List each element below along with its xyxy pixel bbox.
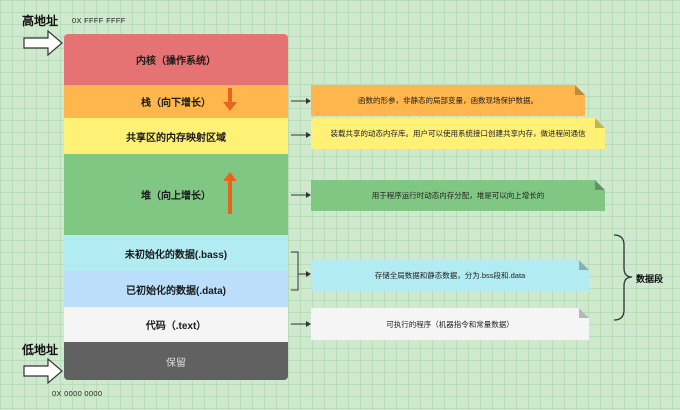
segment-mmap-label: 共享区的内存映射区域 — [126, 132, 226, 144]
high-address-label: 高地址 — [22, 14, 59, 28]
segment-reserved-label: 保留 — [166, 357, 186, 369]
heap-up-arrow-icon — [223, 172, 237, 214]
segment-text: 代码（.text） — [64, 307, 288, 342]
low-address-label: 低地址 — [22, 343, 59, 357]
segment-text-label: 代码（.text） — [145, 321, 207, 332]
segment-heap: 堆（向上增长） — [64, 154, 288, 235]
note-stack: 函数的形参，非静态的局部变量，函数现场保护数据。 — [311, 85, 585, 116]
note-mmap: 装载共享的动态内存库。用户可以使用系统接口创建共享内存，做进程间通信 — [311, 118, 605, 149]
low-address-hex: 0X 0000 0000 — [52, 389, 103, 398]
note-heap: 用于程序运行时动态内存分配，堆是可以向上增长的 — [311, 180, 605, 211]
note-mmap-text: 装载共享的动态内存库。用户可以使用系统接口创建共享内存，做进程间通信 — [330, 129, 586, 138]
segment-data: 已初始化的数据(.data) — [64, 271, 288, 307]
low-address-arrow-icon — [23, 357, 63, 385]
note-text: 可执行的程序（机器指令和常量数据） — [311, 308, 589, 340]
segment-reserved: 保留 — [64, 342, 288, 380]
high-address-hex: 0X FFFF FFFF — [72, 16, 126, 25]
segment-data-label: 已初始化的数据(.data) — [126, 285, 226, 297]
segment-kernel: 内核（操作系统） — [64, 34, 288, 85]
data-segment-brace — [613, 234, 633, 321]
stack-down-arrow-icon — [223, 88, 237, 111]
segment-mmap: 共享区的内存映射区域 — [64, 118, 288, 154]
note-stack-text: 函数的形参，非静态的局部变量，函数现场保护数据。 — [358, 96, 538, 105]
note-text-text: 可执行的程序（机器指令和常量数据） — [386, 319, 514, 329]
segment-stack: 栈（向下增长） — [64, 85, 288, 118]
note-heap-text: 用于程序运行时动态内存分配，堆是可以向上增长的 — [371, 191, 545, 200]
segment-heap-label: 堆（向上增长） — [141, 191, 211, 202]
data-segment-label: 数据段 — [636, 274, 664, 284]
note-data-text: 存储全局数据和静态数据，分为.bss段和.data — [374, 271, 526, 280]
segment-stack-label: 栈（向下增长） — [141, 98, 211, 109]
segment-bss: 未初始化的数据(.bass) — [64, 235, 288, 271]
high-address-arrow-icon — [23, 29, 63, 57]
data-bracket — [291, 251, 299, 291]
segment-bss-label: 未初始化的数据(.bass) — [124, 249, 228, 261]
segment-kernel-label: 内核（操作系统） — [136, 56, 216, 67]
note-data: 存储全局数据和静态数据，分为.bss段和.data — [311, 260, 589, 291]
